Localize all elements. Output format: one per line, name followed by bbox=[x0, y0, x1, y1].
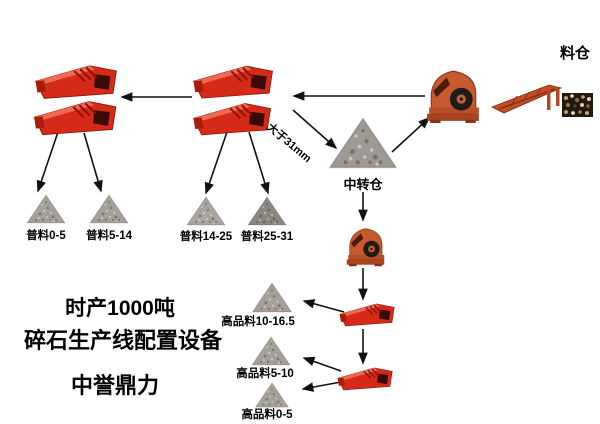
vibrating-screen-right-2-icon bbox=[337, 367, 393, 391]
premium-pile-2-label: 高品料0-5 bbox=[241, 409, 293, 421]
gravel-pile-premium-0-icon bbox=[251, 282, 293, 313]
arrow-mid-screen-to-pile2 bbox=[204, 131, 228, 195]
gravel-pile-ordinary-2-icon bbox=[186, 196, 226, 226]
feeder-icon bbox=[491, 84, 562, 114]
ordinary-pile-3-label: 普料25-31 bbox=[240, 231, 294, 243]
hammer-crusher-small-icon bbox=[346, 228, 385, 267]
caption-line-1: 时产1000吨 bbox=[65, 297, 175, 320]
caption-line-2: 碎石生产线配置设备 bbox=[23, 328, 222, 353]
ordinary-pile-2-label: 普料14-25 bbox=[179, 231, 233, 243]
premium-pile-0-label: 高品料10-16.5 bbox=[221, 316, 295, 328]
vibrating-screen-right-1-icon bbox=[339, 303, 395, 327]
ordinary-pile-1-label: 普料5-14 bbox=[85, 230, 133, 242]
arrow-left-screen-to-pile0 bbox=[36, 131, 59, 193]
caption-line-3: 中誉鼎力 bbox=[70, 373, 159, 398]
hammer-crusher-icon bbox=[426, 70, 480, 124]
arrow-left-screen-to-pile1 bbox=[83, 132, 103, 193]
gravel-pile-premium-1-icon bbox=[251, 336, 291, 366]
gravel-pile-premium-2-icon bbox=[255, 382, 289, 408]
silo-label: 料仓 bbox=[560, 45, 591, 62]
premium-pile-1-label: 高品料5-10 bbox=[236, 368, 294, 380]
gravel-pile-ordinary-3-icon bbox=[247, 196, 287, 226]
oversize-label: 大于31mm bbox=[264, 121, 314, 166]
transfer-bin-label: 中转仓 bbox=[343, 177, 383, 192]
vibrating-screen-left-top-icon bbox=[34, 64, 118, 100]
transfer-bin-pile-icon bbox=[328, 117, 398, 169]
stockpile-texture-icon bbox=[562, 93, 593, 117]
gravel-pile-ordinary-1-icon bbox=[89, 194, 129, 224]
vibrating-screen-mid-bottom-icon bbox=[192, 102, 272, 136]
arrow-mid-screen-to-pile3 bbox=[248, 131, 270, 195]
vibrating-screen-mid-top-icon bbox=[192, 65, 274, 100]
gravel-pile-ordinary-0-icon bbox=[26, 194, 66, 224]
vibrating-screen-left-bottom-icon bbox=[33, 100, 117, 136]
ordinary-pile-0-label: 普料0-5 bbox=[26, 230, 66, 242]
